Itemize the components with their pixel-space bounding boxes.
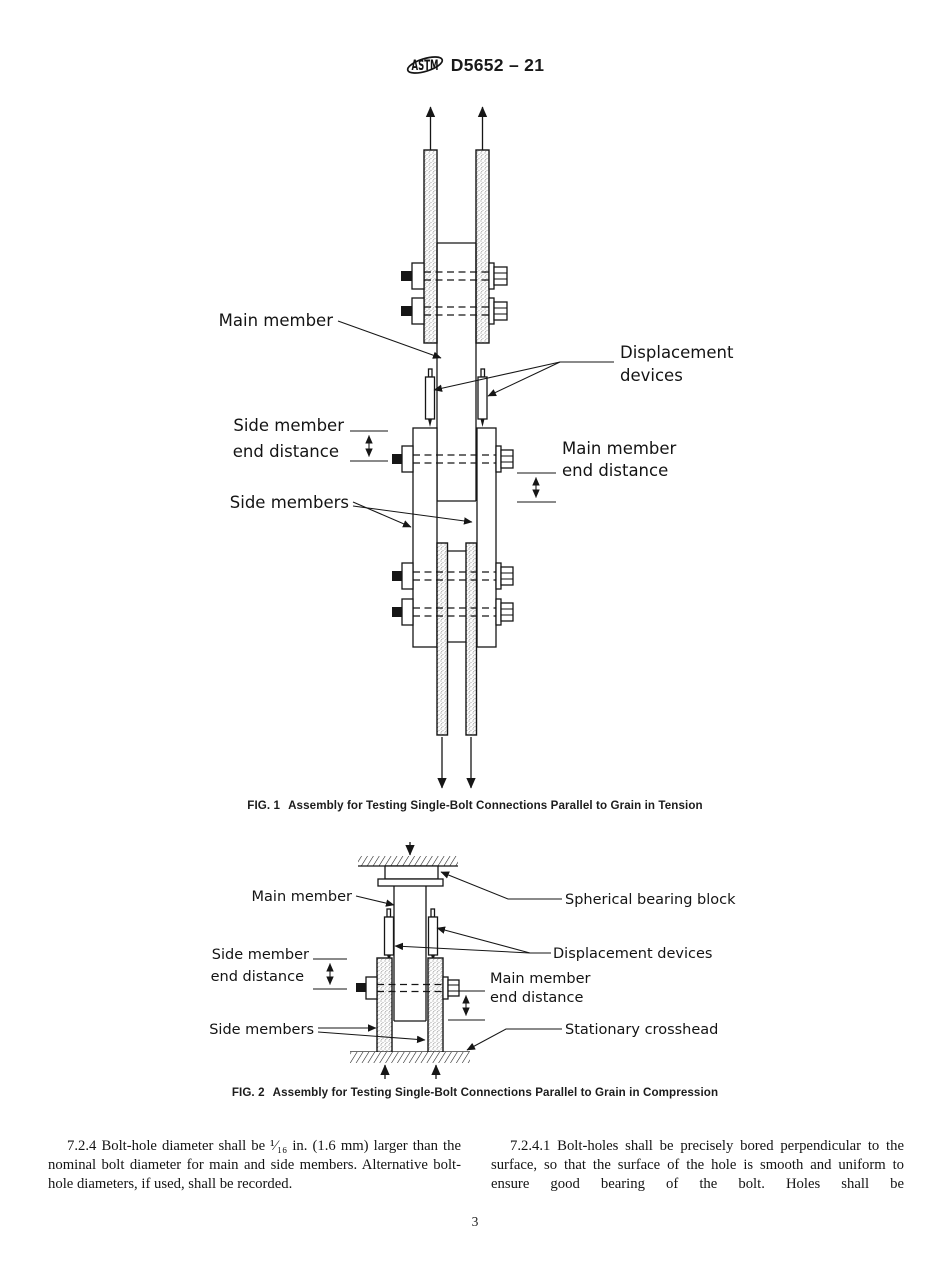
fig1-label-main-member-end-distance-line1: Main member xyxy=(562,439,677,458)
dim-main-member-end-distance xyxy=(517,472,556,503)
fig1-label-displacement-devices-line2: devices xyxy=(620,366,683,385)
displacement-device-left xyxy=(424,368,436,427)
upper-grip-bolt-1 xyxy=(401,262,508,290)
fig1-label-main-member: Main member xyxy=(219,311,334,330)
loading-head-hatch xyxy=(358,856,458,867)
bearing-plate-shape xyxy=(377,878,444,887)
displacement-device-right xyxy=(427,908,439,961)
fig2-label-main-member-end-distance-line2: end distance xyxy=(490,990,583,1006)
page-header: ASTM D5652 – 21 xyxy=(0,48,950,82)
fig2-label-stationary-crosshead: Stationary crosshead xyxy=(565,1022,718,1038)
dim-main-member-end-distance xyxy=(448,990,485,1021)
steel-straps-top xyxy=(423,149,490,344)
body-column-right: 7.2.4.1 Bolt-holes shall be precisely bo… xyxy=(491,1137,904,1194)
fig2-label-displacement-devices: Displacement devices xyxy=(553,946,712,962)
fig2-label-side-member-end-distance-line1: Side member xyxy=(212,947,309,963)
fig2-leader-displacement-devices xyxy=(394,926,551,954)
lower-grip-bolt-1 xyxy=(392,562,514,590)
reaction-arrows-bottom xyxy=(380,1064,441,1079)
upper-grip-bolt-2 xyxy=(401,297,508,325)
fig2-label-side-members: Side members xyxy=(209,1022,314,1038)
fig2-leader-side-members xyxy=(317,1024,426,1044)
applied-load-arrows-top xyxy=(425,106,488,150)
fig2-caption-number: FIG. 2 xyxy=(231,1086,265,1099)
fig1-caption-number: FIG. 1 xyxy=(247,799,281,812)
body-text: 7.2.4 Bolt-hole diameter shall be ¹⁄₁₆ i… xyxy=(48,1137,904,1194)
page-number: 3 xyxy=(471,1214,479,1229)
fig1-label-side-member-end-distance-line2: end distance xyxy=(233,442,339,461)
displacement-device-right xyxy=(477,368,488,427)
displacement-device-left xyxy=(383,908,395,961)
fig1-leader-side-members xyxy=(352,501,473,528)
fig2-caption-text: Assembly for Testing Single-Bolt Connect… xyxy=(272,1086,719,1099)
fig2-label-main-member: Main member xyxy=(252,889,353,905)
fig1-label-side-member-end-distance-line1: Side member xyxy=(233,416,344,435)
fig1-caption-text: Assembly for Testing Single-Bolt Connect… xyxy=(288,799,703,812)
fig2-caption: FIG. 2 Assembly for Testing Single-Bolt C… xyxy=(0,1086,950,1099)
fig1-tension-assembly-diagram: Main member Displacement devices Side me… xyxy=(219,106,734,789)
dim-side-member-end-distance xyxy=(313,958,347,990)
stationary-crosshead-hatch xyxy=(350,1051,470,1063)
applied-load-arrows-bottom xyxy=(437,737,476,789)
side-member-right xyxy=(427,957,444,1054)
fig2-leader-spherical-bearing-block xyxy=(440,871,562,900)
fig1-leader-displacement-devices xyxy=(433,361,614,397)
steel-straps-bottom xyxy=(436,542,478,736)
fig2-leader-stationary-crosshead xyxy=(466,1028,562,1051)
fig1-label-displacement-devices-line1: Displacement xyxy=(620,343,734,362)
astm-logo-icon: ASTM xyxy=(406,56,443,74)
side-member-right xyxy=(476,427,497,648)
fig1-caption: FIG. 1 Assembly for Testing Single-Bolt C… xyxy=(0,799,950,812)
fig2-compression-assembly-diagram: Main member Spherical bearing block Disp… xyxy=(209,842,736,1079)
document-code: D5652 – 21 xyxy=(450,54,545,75)
test-bolt xyxy=(356,976,460,1000)
paragraph-7-2-4-1: 7.2.4.1 Bolt-holes shall be precisely bo… xyxy=(491,1138,904,1193)
paragraph-7-2-4: 7.2.4 Bolt-hole diameter shall be ¹⁄₁₆ i… xyxy=(48,1138,461,1193)
fig1-label-main-member-end-distance-line2: end distance xyxy=(562,461,668,480)
side-member-left xyxy=(376,957,393,1054)
fig2-label-spherical-bearing-block: Spherical bearing block xyxy=(565,892,736,908)
fig2-leader-main-member xyxy=(355,895,395,907)
fig2-label-side-member-end-distance-line2: end distance xyxy=(211,969,304,985)
dim-side-member-end-distance xyxy=(350,430,388,462)
side-member-left xyxy=(412,427,438,648)
main-member-shape xyxy=(393,886,427,1022)
test-bolt xyxy=(392,445,514,473)
spherical-bearing-block-shape xyxy=(384,865,439,880)
lower-grip-bolt-2 xyxy=(392,598,514,626)
fig2-label-main-member-end-distance-line1: Main member xyxy=(490,971,591,987)
body-column-left: 7.2.4 Bolt-hole diameter shall be ¹⁄₁₆ i… xyxy=(48,1137,461,1194)
fig1-label-side-members: Side members xyxy=(230,493,349,512)
main-member-shape xyxy=(436,242,477,502)
fig1-leader-main-member xyxy=(337,320,442,359)
